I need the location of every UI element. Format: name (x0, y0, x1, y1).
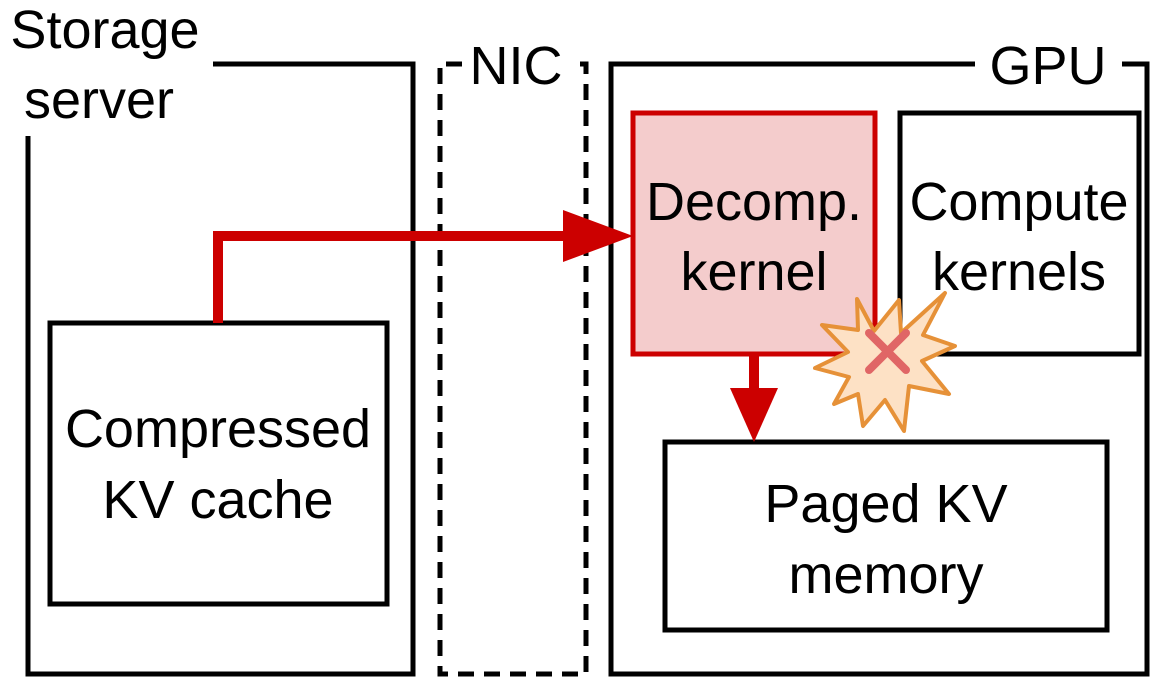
write-arrow (730, 354, 778, 442)
compressed-kv-label-line1: Compressed (65, 399, 371, 459)
decomp-kernel-label-line1: Decomp. (646, 172, 862, 232)
nic-title: NIC (470, 36, 563, 96)
gpu-container: GPU (608, 36, 1150, 677)
decomp-kernel-box: Decomp. kernel (630, 110, 878, 357)
compute-kernels-label-line2: kernels (932, 242, 1106, 302)
compute-kernels-label-line1: Compute (909, 172, 1128, 232)
decomp-kernel-label-line2: kernel (680, 242, 827, 302)
paged-kv-label-line1: Paged KV (764, 474, 1007, 534)
compute-kernels-box: Compute kernels (897, 110, 1142, 357)
paged-kv-label-line2: memory (788, 545, 983, 605)
storage-server-title-line2: server (24, 70, 174, 130)
gpu-title: GPU (989, 36, 1106, 96)
storage-server-container: Storage server (10, 0, 416, 677)
transfer-arrow (213, 210, 633, 323)
explosion-cross-icon (813, 291, 957, 433)
storage-server-title-line1: Storage (10, 0, 199, 60)
compressed-kv-cache-box: Compressed KV cache (47, 320, 390, 607)
compressed-kv-label-line2: KV cache (102, 470, 333, 530)
nic-container: NIC (437, 36, 589, 677)
paged-kv-memory-box: Paged KV memory (662, 439, 1110, 633)
